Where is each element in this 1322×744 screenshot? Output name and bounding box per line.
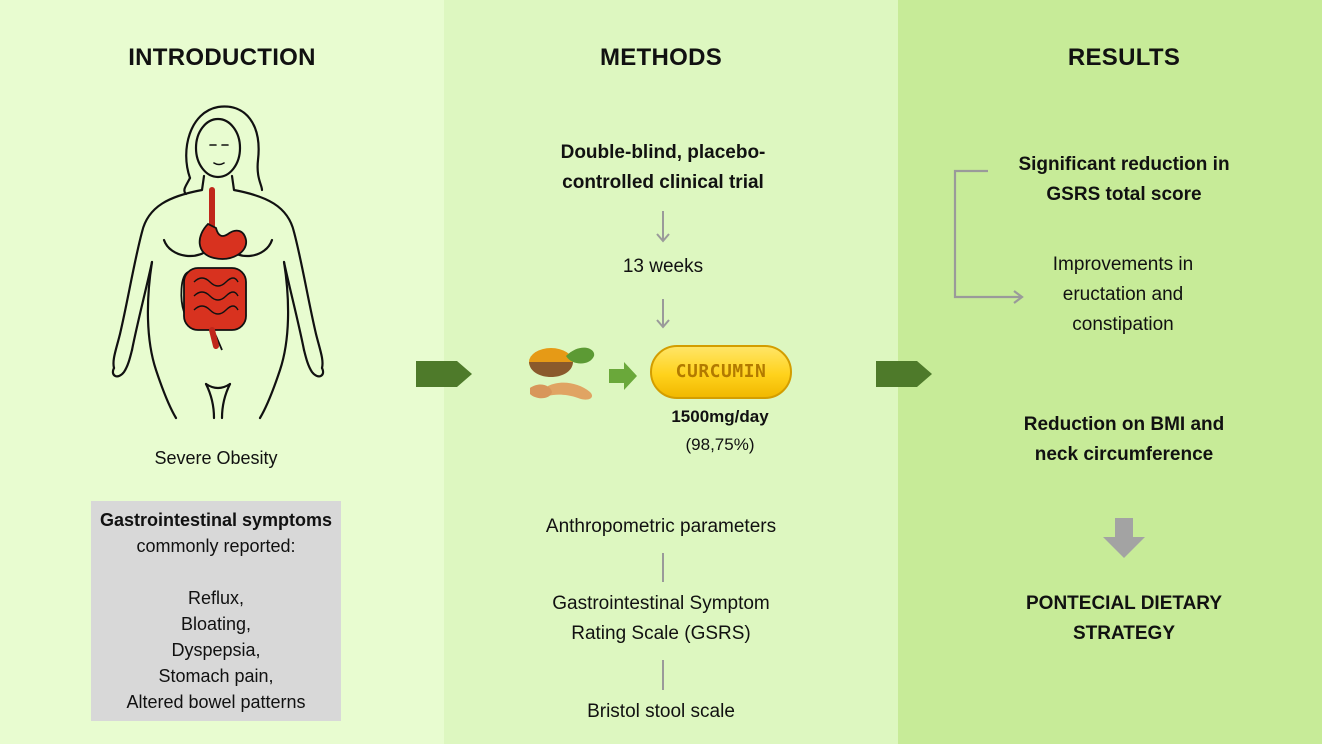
result-improvements-line: Improvements in	[1052, 254, 1194, 275]
trial-design-line: Double-blind, placebo-	[560, 142, 766, 163]
figure-caption: Severe Obesity	[154, 448, 278, 468]
symptoms-box: Gastrointestinal symptoms commonly repor…	[91, 501, 341, 721]
result-bmi: Reduction on BMI and neck circumference	[984, 410, 1264, 470]
symptoms-subtitle: commonly reported:	[136, 536, 296, 556]
measure-gsrs-line: Rating Scale (GSRS)	[571, 623, 751, 644]
methods-connectors	[656, 211, 670, 690]
small-arrow-to-capsule	[609, 362, 637, 390]
list-item: Bloating,	[180, 614, 252, 634]
symptoms-title: Gastrointestinal symptoms	[99, 510, 333, 530]
big-arrow-intro-to-methods	[416, 361, 472, 387]
measure-gsrs: Gastrointestinal Symptom Rating Scale (G…	[500, 589, 822, 649]
down-arrow-to-conclusion	[1103, 518, 1145, 558]
list-item: Stomach pain,	[158, 666, 274, 686]
conclusion-line: STRATEGY	[1072, 623, 1176, 644]
purity-label: (98,75%)	[685, 435, 755, 454]
methods-heading: METHODS	[599, 44, 723, 71]
result-improvements: Improvements in eructation and constipat…	[1003, 250, 1243, 340]
result-gsrs-line: GSRS total score	[1046, 184, 1202, 205]
results-heading: RESULTS	[1067, 44, 1181, 71]
result-improvements-line: eructation and	[1062, 284, 1184, 305]
list-item: Reflux,	[187, 588, 245, 608]
measure-anthropometric: Anthropometric parameters	[545, 516, 777, 537]
result-bmi-line: Reduction on BMI and	[1023, 414, 1225, 435]
result-improvements-line: constipation	[1072, 314, 1174, 335]
results-panel	[898, 0, 1322, 744]
turmeric-icon	[529, 347, 595, 400]
trial-design: Double-blind, placebo- controlled clinic…	[508, 138, 818, 198]
big-arrow-methods-to-results	[876, 361, 932, 387]
conclusion: PONTECIAL DIETARY STRATEGY	[984, 589, 1264, 649]
conclusion-line: PONTECIAL DIETARY	[1026, 593, 1222, 614]
measure-bristol: Bristol stool scale	[587, 701, 735, 722]
dose-label: 1500mg/day	[671, 407, 769, 426]
digestive-system-icon	[180, 187, 247, 351]
measure-gsrs-line: Gastrointestinal Symptom	[552, 593, 770, 614]
result-bmi-line: neck circumference	[1034, 444, 1214, 465]
introduction-heading: INTRODUCTION	[128, 44, 316, 71]
result-gsrs: Significant reduction in GSRS total scor…	[984, 150, 1264, 210]
curcumin-capsule-icon: CURCUMIN	[650, 345, 792, 399]
trial-design-line: controlled clinical trial	[562, 172, 764, 193]
list-item: Altered bowel patterns	[126, 692, 306, 712]
results-bracket	[953, 169, 1024, 304]
result-gsrs-line: Significant reduction in	[1018, 154, 1230, 175]
body-figure-icon	[111, 105, 325, 420]
trial-duration: 13 weeks	[622, 256, 704, 277]
symptoms-list: Reflux, Bloating, Dyspepsia, Stomach pai…	[91, 585, 341, 715]
list-item: Dyspepsia,	[171, 640, 261, 660]
